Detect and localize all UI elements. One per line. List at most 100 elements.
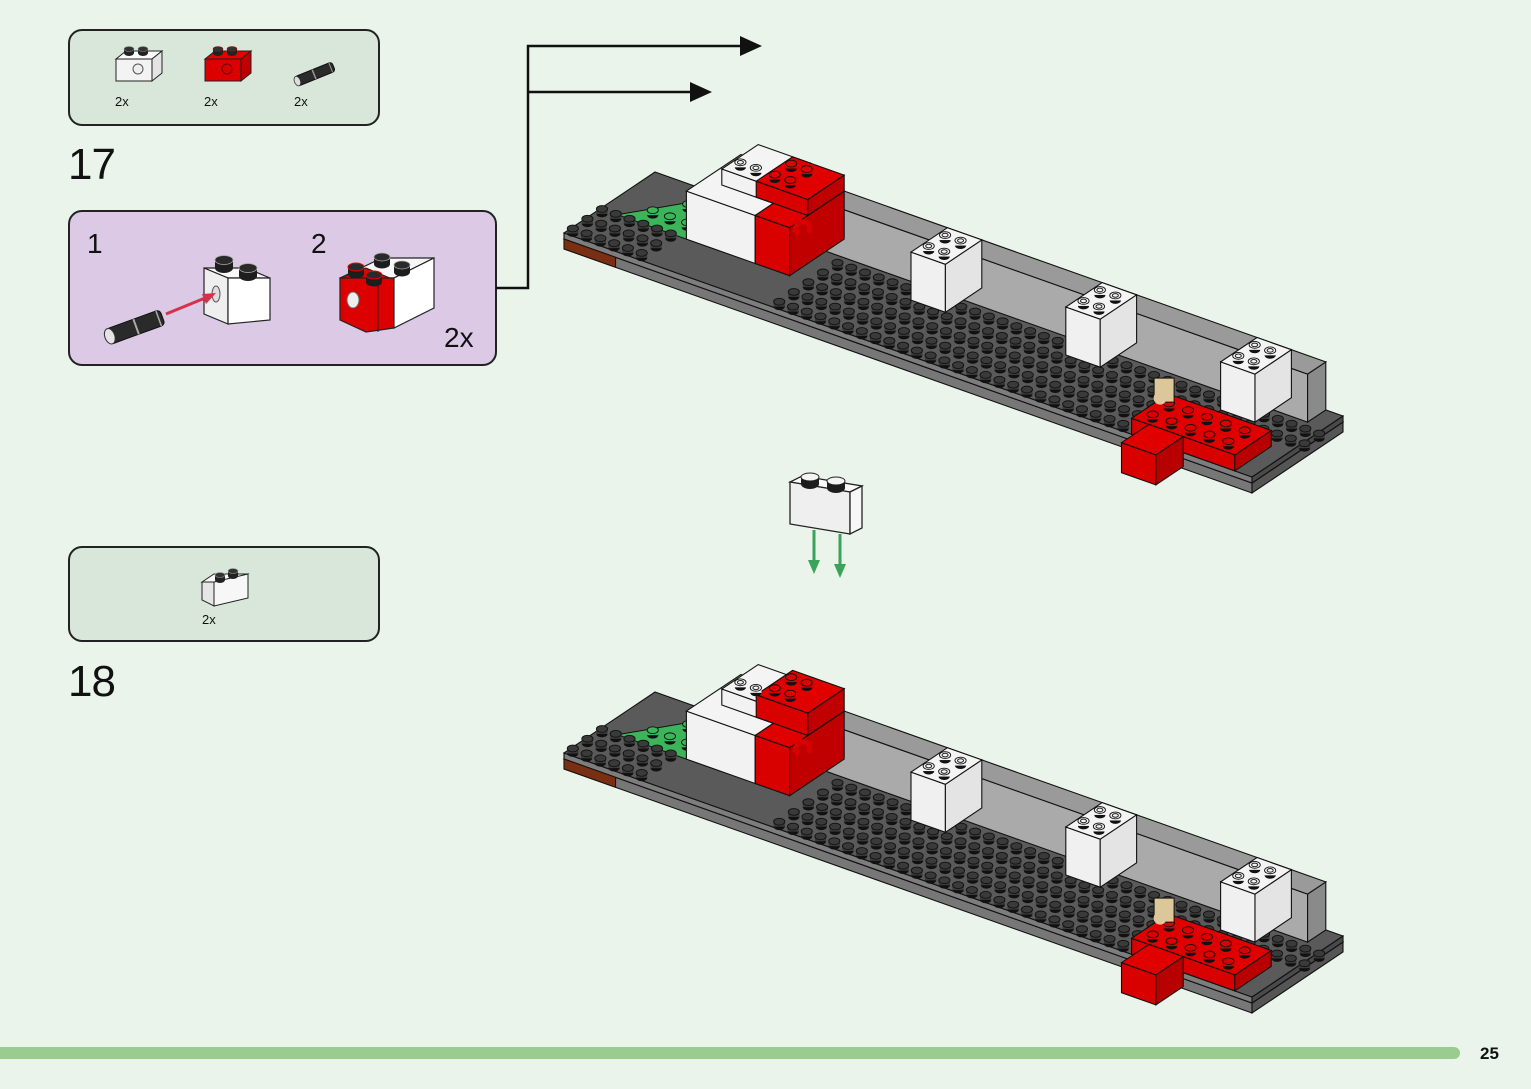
- stud: [897, 847, 910, 855]
- stud: [925, 336, 938, 345]
- stud: [595, 205, 609, 213]
- stud: [1264, 866, 1277, 875]
- stud: [1271, 414, 1284, 423]
- stud: [786, 822, 800, 831]
- page-progress-bar: [0, 1047, 1460, 1059]
- stud: [594, 754, 607, 763]
- stud: [1175, 380, 1188, 389]
- stud: [1118, 405, 1131, 413]
- stud: [967, 856, 980, 865]
- stud: [1284, 954, 1297, 963]
- stud: [995, 851, 1008, 860]
- stud: [664, 749, 677, 758]
- stud: [924, 871, 937, 880]
- step-17-model-illustration: [562, 143, 1345, 495]
- stud: [1118, 910, 1131, 919]
- stud: [981, 341, 994, 350]
- stud: [1103, 934, 1116, 943]
- stud: [1248, 341, 1261, 349]
- stud: [595, 725, 609, 733]
- stud: [1117, 419, 1130, 428]
- stud: [939, 341, 952, 350]
- stud: [815, 297, 828, 306]
- white-pillar: [1219, 336, 1293, 424]
- stud: [1165, 937, 1178, 945]
- stud: [1036, 881, 1049, 889]
- stud: [749, 683, 762, 692]
- stud: [898, 312, 911, 321]
- stud: [886, 798, 899, 807]
- stud: [829, 302, 842, 311]
- stud: [899, 817, 912, 826]
- stud: [1134, 366, 1147, 374]
- stud: [785, 159, 798, 168]
- stud: [981, 327, 995, 335]
- stud: [1132, 395, 1145, 404]
- stud: [1077, 895, 1090, 904]
- stud: [885, 292, 898, 301]
- stud: [1091, 900, 1104, 909]
- stud: [855, 327, 868, 335]
- stud: [1313, 429, 1326, 438]
- stud: [1298, 439, 1311, 448]
- stud: [663, 212, 676, 221]
- stud: [996, 317, 1009, 326]
- stud: [924, 351, 937, 360]
- stud: [609, 209, 622, 218]
- stud: [993, 895, 1006, 904]
- stud: [922, 762, 935, 770]
- stud: [980, 356, 993, 365]
- stud: [1270, 429, 1284, 438]
- stud: [1036, 361, 1049, 369]
- stud: [1007, 886, 1021, 894]
- stud: [871, 288, 885, 296]
- stud: [1117, 939, 1130, 948]
- stud: [938, 356, 951, 365]
- stud: [637, 739, 650, 748]
- stud: [966, 351, 979, 360]
- stud: [870, 837, 883, 846]
- stud: [939, 751, 952, 759]
- stud: [1175, 900, 1188, 909]
- stud: [952, 866, 965, 875]
- stud: [1020, 385, 1033, 394]
- stud: [922, 242, 935, 250]
- substep-number: 1: [87, 228, 103, 259]
- stud: [845, 263, 858, 272]
- red-corner-brick: [1120, 943, 1185, 1006]
- stud: [1048, 915, 1061, 924]
- stud: [994, 866, 1008, 875]
- stud: [871, 808, 885, 816]
- stud: [981, 847, 995, 855]
- step-number: 18: [68, 657, 116, 706]
- stud: [965, 366, 978, 374]
- stud: [1184, 423, 1197, 432]
- stud: [1109, 811, 1122, 820]
- stud: [1077, 375, 1090, 384]
- stud: [831, 258, 844, 267]
- stud: [1133, 380, 1146, 389]
- stud: [1076, 910, 1089, 919]
- stud: [994, 881, 1007, 889]
- stud: [897, 341, 910, 350]
- stud: [1109, 291, 1122, 300]
- stud: [1092, 822, 1106, 831]
- stud: [996, 837, 1009, 846]
- stud: [954, 317, 967, 326]
- stud: [841, 322, 855, 330]
- stud: [1232, 872, 1245, 880]
- stud: [1090, 395, 1103, 404]
- stud: [1035, 895, 1048, 904]
- stud: [953, 851, 966, 860]
- stud: [1203, 950, 1216, 959]
- stud: [635, 249, 648, 257]
- stud: [1285, 939, 1298, 948]
- red-corner-brick: [1120, 423, 1185, 486]
- stud: [1189, 905, 1202, 914]
- stud: [785, 673, 798, 682]
- tan-clip: [1153, 391, 1167, 405]
- white-brick-1x2-icon: [200, 568, 250, 607]
- stud: [1181, 406, 1195, 414]
- white-pillar: [909, 747, 984, 834]
- stud: [926, 842, 939, 850]
